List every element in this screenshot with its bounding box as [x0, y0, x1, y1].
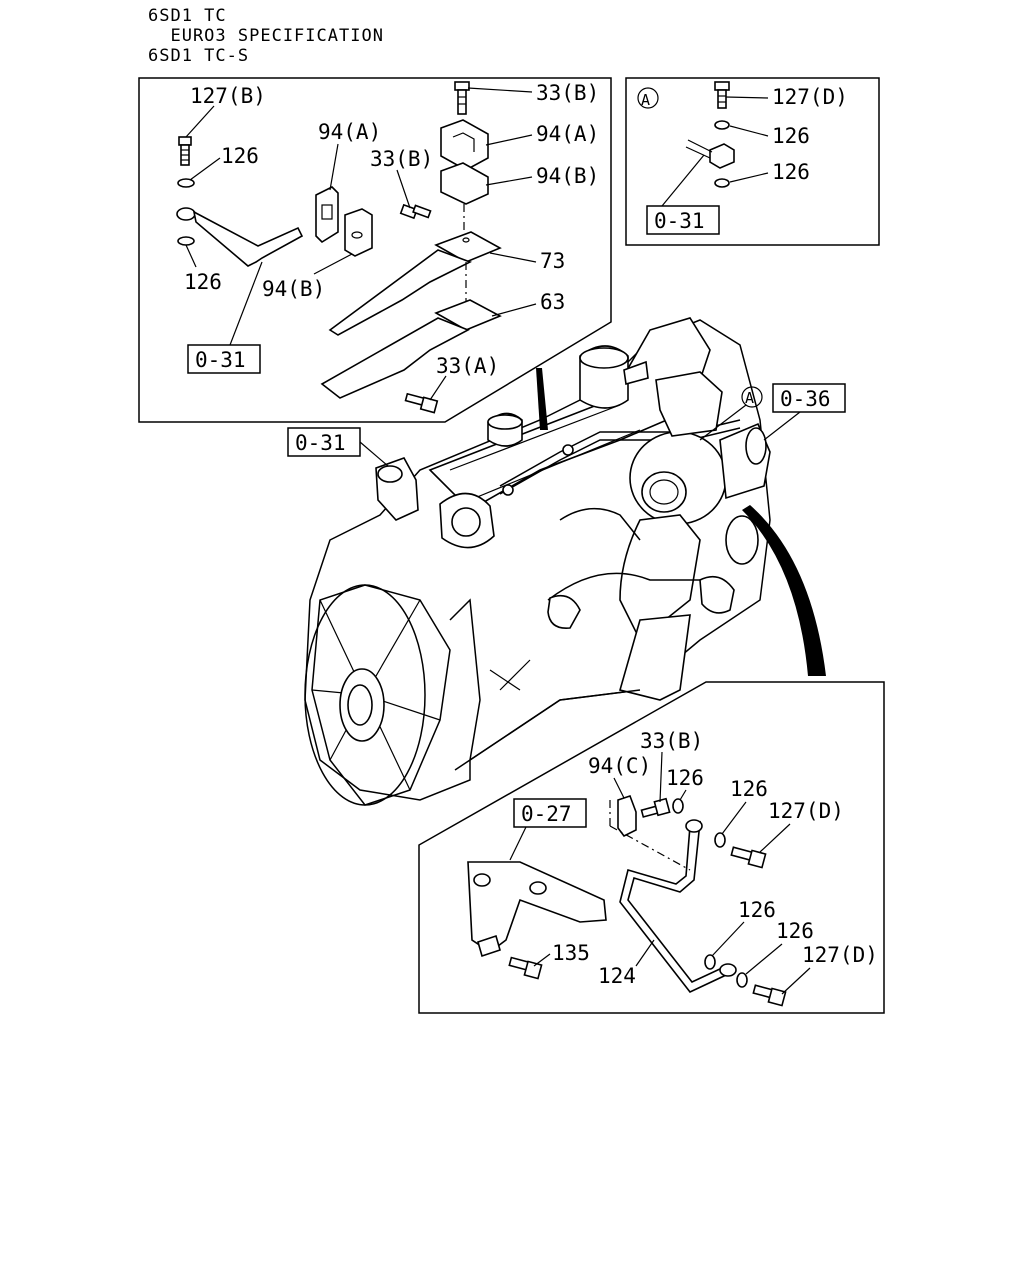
- washer-126-a: [714, 120, 730, 130]
- washer-126-bottom-2: [714, 832, 726, 848]
- label-126-upper: 126: [221, 144, 259, 168]
- cooling-fan: [304, 584, 481, 806]
- washer-126-bottom-3: [704, 954, 716, 970]
- diagram-header: 6SD1 TC EURO3 SPECIFICATION 6SD1 TC-S: [148, 6, 384, 66]
- washer-126-bottom-4: [736, 972, 748, 988]
- label-33b-top: 33(B): [536, 81, 599, 105]
- ref-0-31-top-right[interactable]: 0-31: [646, 205, 720, 235]
- bracket-63-lower: [320, 317, 470, 399]
- washer-126-bottom-1: [672, 798, 684, 814]
- label-126-bottom-4: 126: [776, 919, 814, 943]
- clamp-94a-left: [315, 186, 339, 244]
- label-135: 135: [552, 941, 590, 965]
- label-126-b: 126: [772, 160, 810, 184]
- leader-arrow-bottom: [742, 505, 826, 676]
- bolt-127d-bottom-1: [730, 846, 767, 869]
- leader-arrow-top: [536, 368, 548, 430]
- ref-0-36-engine[interactable]: 0-36: [772, 383, 846, 413]
- eye-connector-a: [709, 143, 735, 169]
- label-94c: 94(C): [588, 754, 651, 778]
- bolt-33b-middle: [399, 203, 432, 220]
- water-pump-pulley: [725, 515, 759, 565]
- svg-text:0-31: 0-31: [295, 431, 346, 455]
- eye-connector: [176, 207, 196, 221]
- label-127d-bottom-2: 127(D): [802, 943, 878, 967]
- engine-bracket: [655, 371, 723, 437]
- bolt-127b: [178, 136, 192, 166]
- detail-box-top-right: A 127(D) 126 126 0-31: [625, 77, 880, 246]
- bolt-127d-bottom-2: [752, 984, 787, 1007]
- label-124: 124: [598, 964, 636, 988]
- label-126-bottom-3: 126: [738, 898, 776, 922]
- label-94b-top: 94(B): [536, 164, 599, 188]
- label-127d-top-right: 127(D): [772, 85, 848, 109]
- ref-0-31-engine[interactable]: 0-31: [287, 427, 361, 457]
- label-33b-middle: 33(B): [370, 147, 433, 171]
- marker-a-engine: A: [745, 389, 754, 407]
- bolt-135: [508, 956, 543, 980]
- svg-text:0-27: 0-27: [521, 802, 572, 826]
- marker-a-circle: [637, 87, 659, 109]
- svg-text:0-36: 0-36: [780, 387, 831, 411]
- label-126-a: 126: [772, 124, 810, 148]
- label-94a-left: 94(A): [318, 120, 381, 144]
- clamp-94c: [617, 794, 637, 838]
- detail-box-bottom: 0-27: [418, 681, 885, 1014]
- oil-filter: [619, 614, 691, 701]
- marker-a-engine-circle: [741, 386, 763, 408]
- label-73: 73: [540, 249, 565, 273]
- label-126-lower: 126: [184, 270, 222, 294]
- label-126-bottom-2: 126: [730, 777, 768, 801]
- label-126-bottom-1: 126: [666, 766, 704, 790]
- bolt-33b-top: [454, 81, 470, 115]
- svg-text:0-31: 0-31: [195, 348, 246, 372]
- engine-illustration: A 0-31 0-36: [287, 317, 846, 806]
- ref-0-27[interactable]: 0-27: [513, 798, 587, 828]
- bracket-63: [434, 299, 502, 331]
- header-spec-line: EURO3 SPECIFICATION: [148, 26, 384, 46]
- bolt-127d-top-right: [714, 81, 730, 109]
- washer-126-upper: [177, 178, 195, 188]
- turbo-intake-pipe: [619, 514, 701, 642]
- label-33b-bottom: 33(B): [640, 729, 703, 753]
- ref-0-31-top-left[interactable]: 0-31: [187, 344, 261, 374]
- marker-a-top-right: A: [641, 91, 650, 109]
- bolt-33a: [404, 392, 439, 414]
- header-model-variant-line: 6SD1 TC-S: [148, 46, 250, 66]
- bolt-33b-bottom: [640, 797, 671, 818]
- clamp-94a-top: [440, 119, 489, 171]
- label-94a-top: 94(A): [536, 122, 599, 146]
- washer-126-b: [714, 178, 730, 188]
- label-33a: 33(A): [436, 354, 499, 378]
- bracket-63-upper: [328, 249, 472, 336]
- label-63: 63: [540, 290, 565, 314]
- label-94b-left: 94(B): [262, 277, 325, 301]
- svg-text:0-31: 0-31: [654, 209, 705, 233]
- detail-box-top-left: 127(B) 126 126 94(A) 33(B) 33(B) 94(A) 9…: [138, 77, 612, 423]
- label-127d-bottom-1: 127(D): [768, 799, 844, 823]
- washer-126-lower: [177, 236, 195, 246]
- oil-pipe-upper: [192, 210, 304, 267]
- engine-block-outline: [304, 319, 771, 801]
- clamp-94b-top: [440, 162, 489, 205]
- label-127b: 127(B): [190, 84, 266, 108]
- header-model-line: 6SD1 TC: [148, 6, 227, 26]
